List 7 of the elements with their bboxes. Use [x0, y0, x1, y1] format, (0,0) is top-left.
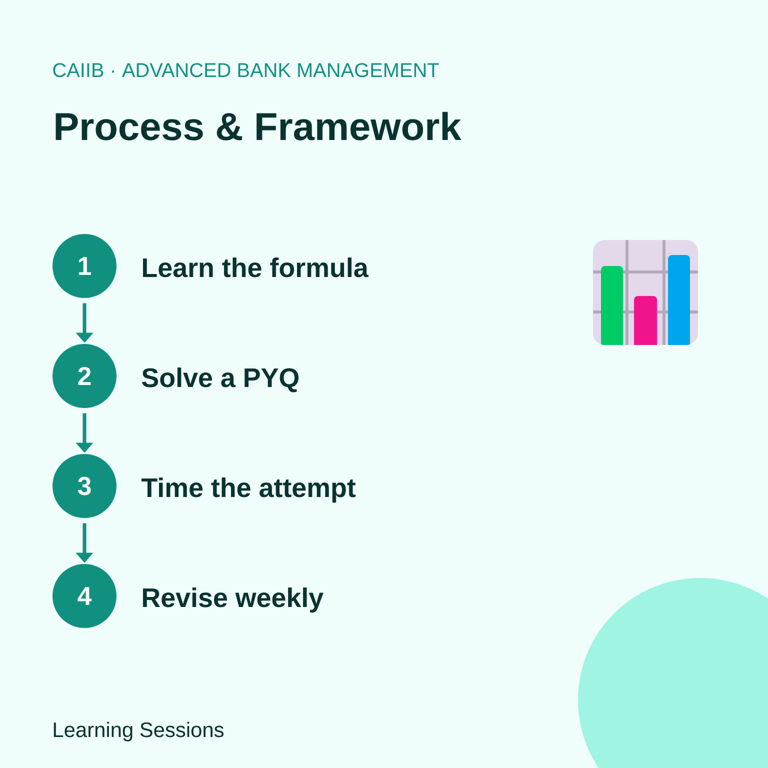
footer-text: Learning Sessions	[54, 722, 224, 742]
step-label: Revise weekly	[143, 588, 324, 613]
step-label: Time the attempt	[142, 478, 356, 503]
step-label: Learn the formula	[143, 258, 369, 278]
title: Process & Framework	[56, 112, 462, 140]
step-label: Solve a PYQ	[142, 368, 299, 392]
kicker-text: CAIIB · ADVANCED BANK MANAGEMENT	[53, 63, 439, 78]
